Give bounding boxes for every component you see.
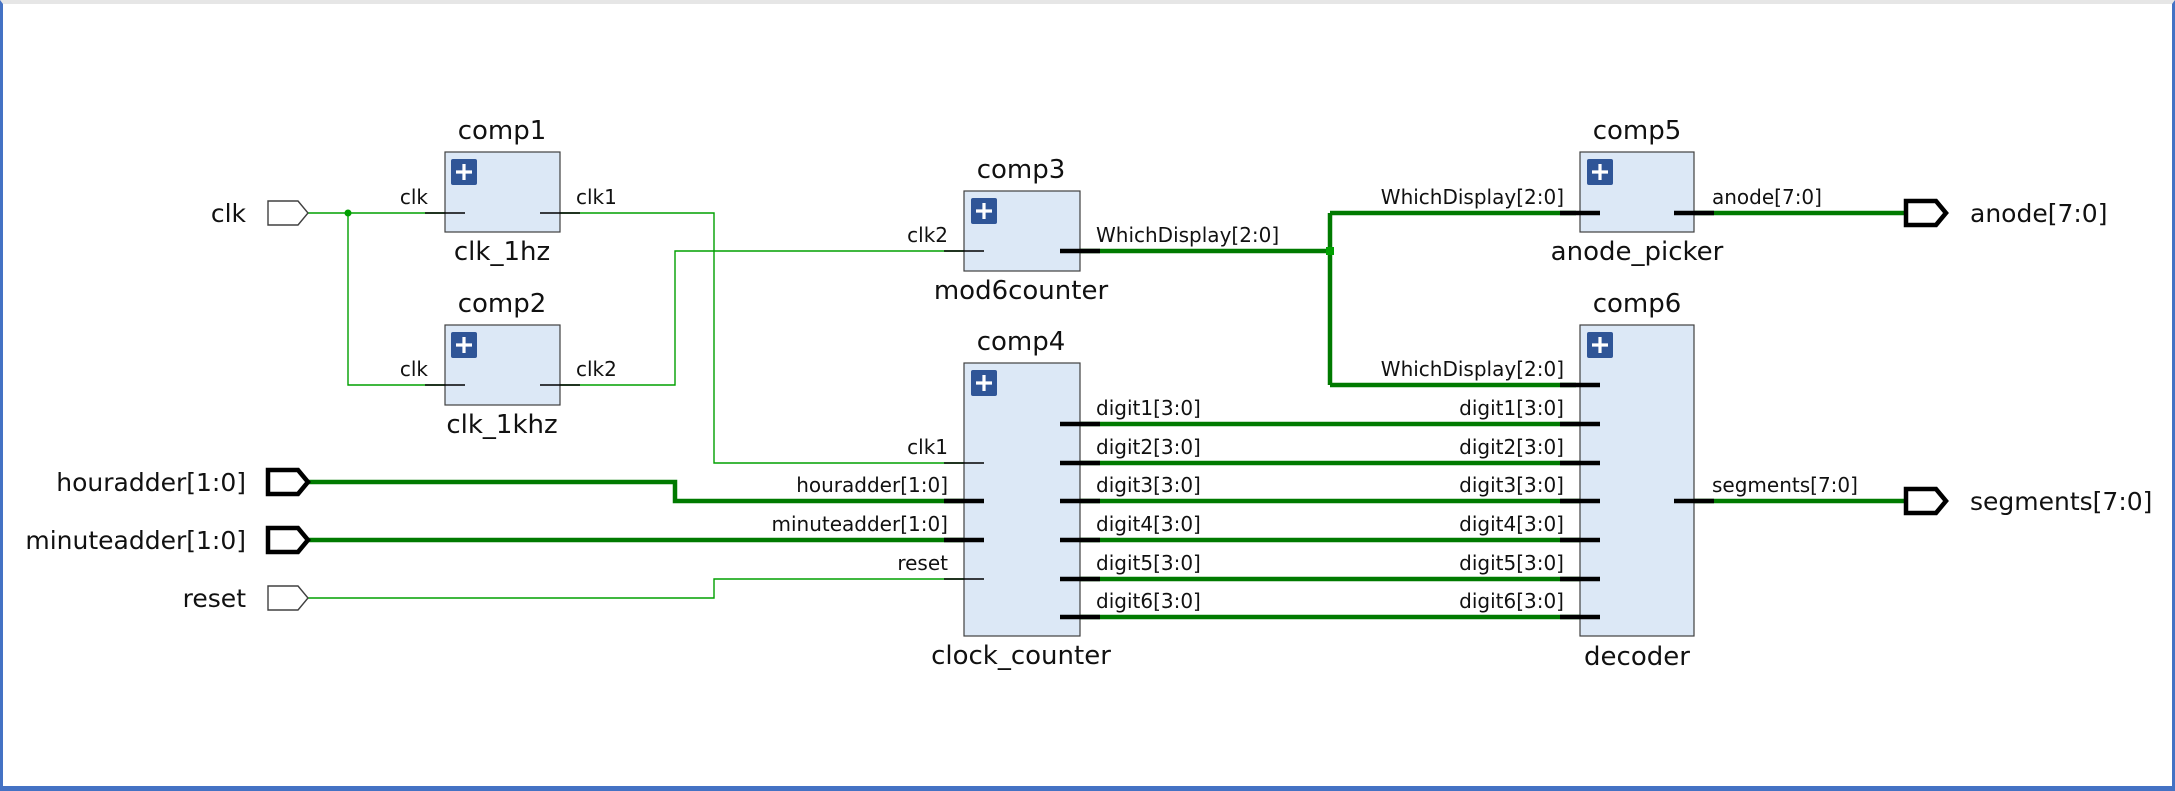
- wire-clk1[interactable]: [560, 212, 964, 464]
- pin-label-comp4-digit5: digit5[3:0]: [1096, 551, 1201, 575]
- pin-label-comp4-digit1: digit1[3:0]: [1096, 396, 1201, 420]
- module-name-comp5: anode_picker: [1551, 237, 1724, 267]
- port-minuteadder[interactable]: minuteadder[1:0]: [25, 525, 311, 555]
- pin-label-comp3-clk2: clk2: [907, 223, 948, 247]
- wire-clk2[interactable]: [560, 250, 964, 386]
- pin-label-comp6-segments: segments[7:0]: [1712, 473, 1858, 497]
- module-name-comp4: clock_counter: [931, 641, 1111, 671]
- pin-label-comp6-digit5: digit5[3:0]: [1459, 551, 1564, 575]
- port-label-reset: reset: [183, 584, 247, 613]
- pin-label-comp6-whichdisplay: WhichDisplay[2:0]: [1381, 357, 1564, 381]
- instance-name-comp1: comp1: [458, 116, 547, 146]
- port-label-segments: segments[7:0]: [1970, 487, 2152, 516]
- port-label-clk: clk: [211, 199, 247, 228]
- plus-icon: [1592, 337, 1608, 353]
- port-reset[interactable]: reset: [183, 584, 309, 613]
- component-comp5[interactable]: comp5 WhichDisplay[2:0] anode[7:0] anode…: [1381, 116, 1822, 267]
- module-name-comp3: mod6counter: [934, 276, 1109, 306]
- top-level-ports: clk houradder[1:0] minuteadder[1:0] rese…: [25, 198, 2152, 613]
- instance-name-comp3: comp3: [977, 155, 1066, 185]
- wire-reset[interactable]: [308, 578, 964, 599]
- component-comp4[interactable]: comp4 clk1 houradder[1:0] minuteadder[1:…: [771, 327, 1200, 671]
- instance-name-comp6: comp6: [1593, 289, 1682, 319]
- bus-junction-whichdisplay: [1326, 247, 1334, 255]
- bus-wires: [308, 210, 1906, 620]
- instance-name-comp5: comp5: [1593, 116, 1682, 146]
- block-comp6[interactable]: [1579, 324, 1695, 637]
- pin-label-comp5-anode: anode[7:0]: [1712, 185, 1822, 209]
- single-bit-wires: [308, 209, 964, 599]
- pin-label-comp4-minuteadder: minuteadder[1:0]: [771, 512, 948, 536]
- pin-label-comp4-houradder: houradder[1:0]: [796, 473, 948, 497]
- port-label-houradder: houradder[1:0]: [56, 468, 246, 497]
- component-comp1[interactable]: comp1 clk clk1 clk_1hz: [400, 116, 617, 267]
- pin-label-comp6-digit3: digit3[3:0]: [1459, 473, 1564, 497]
- port-label-anode: anode[7:0]: [1970, 199, 2107, 228]
- plus-icon: [976, 375, 992, 391]
- pin-label-comp4-clk1: clk1: [907, 435, 948, 459]
- plus-icon: [1592, 164, 1608, 180]
- instance-name-comp4: comp4: [977, 327, 1066, 357]
- component-comp6[interactable]: comp6 WhichDisplay[2:0] digit1[3:0] digi…: [1381, 289, 1858, 672]
- bus-whichdisplay[interactable]: [1080, 210, 1576, 388]
- port-clk[interactable]: clk: [211, 199, 309, 228]
- port-houradder[interactable]: houradder[1:0]: [56, 467, 311, 497]
- pin-label-comp2-clk2: clk2: [576, 357, 617, 381]
- pin-label-comp6-digit1: digit1[3:0]: [1459, 396, 1564, 420]
- pin-label-comp6-digit6: digit6[3:0]: [1459, 589, 1564, 613]
- pin-label-comp4-digit6: digit6[3:0]: [1096, 589, 1201, 613]
- wire-junction-clk: [344, 209, 352, 217]
- module-name-comp2: clk_1khz: [446, 410, 557, 440]
- pin-label-comp1-clk: clk: [400, 185, 429, 209]
- plus-icon: [456, 164, 472, 180]
- pin-label-comp6-digit4: digit4[3:0]: [1459, 512, 1564, 536]
- pin-label-comp4-digit4: digit4[3:0]: [1096, 512, 1201, 536]
- pin-label-comp1-clk1: clk1: [576, 185, 617, 209]
- plus-icon: [456, 337, 472, 353]
- port-label-minuteadder: minuteadder[1:0]: [25, 526, 246, 555]
- module-name-comp6: decoder: [1584, 642, 1690, 672]
- instance-name-comp2: comp2: [458, 289, 547, 319]
- pin-label-comp6-digit2: digit2[3:0]: [1459, 435, 1564, 459]
- pin-label-comp3-whichdisplay: WhichDisplay[2:0]: [1096, 223, 1279, 247]
- component-comp3[interactable]: comp3 clk2 WhichDisplay[2:0] mod6counter: [907, 155, 1279, 306]
- plus-icon: [976, 203, 992, 219]
- bus-houradder[interactable]: [308, 479, 964, 504]
- pin-label-comp2-clk: clk: [400, 357, 429, 381]
- port-segments[interactable]: segments[7:0]: [1903, 486, 2152, 516]
- pin-label-comp4-digit3: digit3[3:0]: [1096, 473, 1201, 497]
- component-comp2[interactable]: comp2 clk clk2 clk_1khz: [400, 289, 617, 440]
- pin-label-comp4-reset: reset: [897, 551, 948, 575]
- pin-label-comp4-digit2: digit2[3:0]: [1096, 435, 1201, 459]
- pin-label-comp5-whichdisplay: WhichDisplay[2:0]: [1381, 185, 1564, 209]
- module-name-comp1: clk_1hz: [454, 237, 550, 267]
- port-anode[interactable]: anode[7:0]: [1903, 198, 2107, 228]
